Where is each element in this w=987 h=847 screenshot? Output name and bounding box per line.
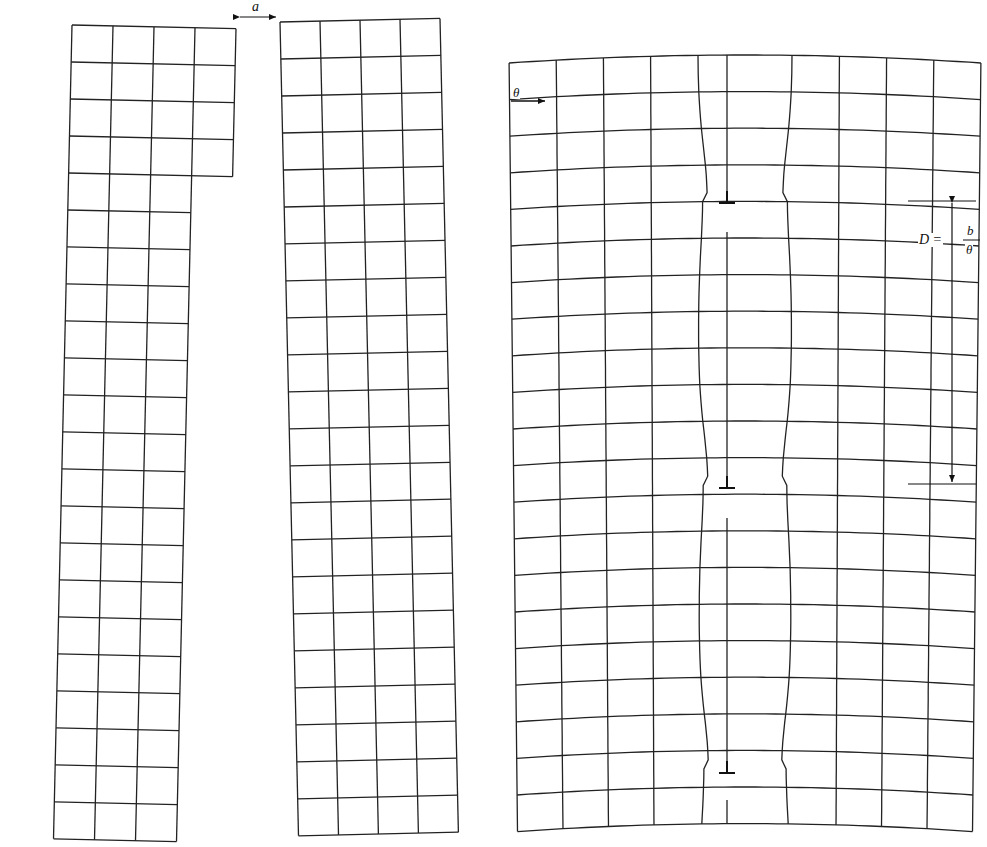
grid-line [698, 55, 708, 824]
grid-line [440, 18, 458, 832]
grid-line [651, 56, 654, 825]
grid-line [67, 247, 190, 250]
grid-line [514, 531, 975, 539]
grid-line [136, 27, 155, 841]
grid-line [726, 191, 728, 203]
grid-line [511, 238, 979, 246]
grid-line [516, 677, 974, 685]
grid-line [57, 691, 180, 694]
grid-line [882, 58, 887, 827]
grid-line [56, 728, 179, 731]
grid-line [54, 25, 73, 839]
grid-line [360, 20, 378, 834]
grid-line [63, 432, 186, 435]
grid-line [514, 494, 976, 502]
grid-line [726, 518, 727, 761]
grid-line [516, 714, 973, 722]
grid-line [58, 654, 181, 657]
gap-dimension-arrow [240, 16, 276, 17]
grid-line [512, 311, 978, 319]
grid-line [68, 210, 191, 213]
tilt-angle-label: θ [965, 243, 973, 256]
grid-line [516, 641, 975, 649]
grid-line [509, 55, 981, 63]
grid-line [64, 395, 187, 398]
grid-line [62, 469, 185, 472]
grid-line [65, 321, 188, 324]
grid-line [280, 22, 299, 836]
tilt-angle-label: θ [512, 86, 520, 99]
grid-line [514, 458, 977, 466]
grid-line [973, 63, 981, 832]
grid-line [59, 617, 182, 620]
grid-line [726, 761, 728, 773]
grid-line [726, 55, 727, 191]
grid-line [517, 750, 974, 758]
grid-line [400, 19, 418, 833]
grid-line [515, 567, 976, 575]
grid-line [511, 201, 980, 209]
grid-line [509, 63, 517, 832]
gap-width-label: a [251, 0, 260, 14]
grid-line [66, 284, 189, 287]
grid-line [60, 543, 183, 546]
grid-line [512, 348, 977, 356]
tilt-boundary-grid [509, 55, 981, 832]
grid-line [556, 60, 563, 829]
grid-line [603, 58, 608, 827]
fraction-bar [963, 240, 980, 241]
grid-line [726, 800, 727, 824]
spacing-label: D = [918, 233, 943, 247]
burgers-vector-label: b [966, 224, 975, 237]
grid-line [59, 580, 182, 583]
grid-line [515, 604, 975, 612]
grid-line [510, 165, 979, 173]
grid-line [64, 358, 187, 361]
grid-line [54, 839, 177, 842]
grid-line [513, 384, 978, 392]
grid-line [95, 26, 114, 840]
tilt-angle-arrow [511, 100, 545, 101]
grid-line [61, 506, 184, 509]
grid-line [927, 60, 934, 829]
grid-line [513, 421, 977, 429]
grid-line [510, 128, 980, 136]
dislocation-symbols [719, 191, 735, 773]
grid-line [726, 476, 728, 488]
grid-line [517, 787, 973, 795]
grid-line [320, 21, 339, 835]
grid-line [518, 824, 973, 832]
grid-line [510, 92, 981, 100]
grid-line [782, 55, 792, 824]
spacing-dimension [908, 201, 976, 484]
grid-line [54, 802, 177, 805]
separated-crystal-grids [54, 18, 459, 841]
grid-line [233, 29, 236, 177]
grid-line [836, 56, 839, 825]
grid-line [726, 232, 727, 476]
grid-line [55, 765, 178, 768]
grid-line [177, 28, 196, 842]
grid-line [512, 275, 979, 283]
